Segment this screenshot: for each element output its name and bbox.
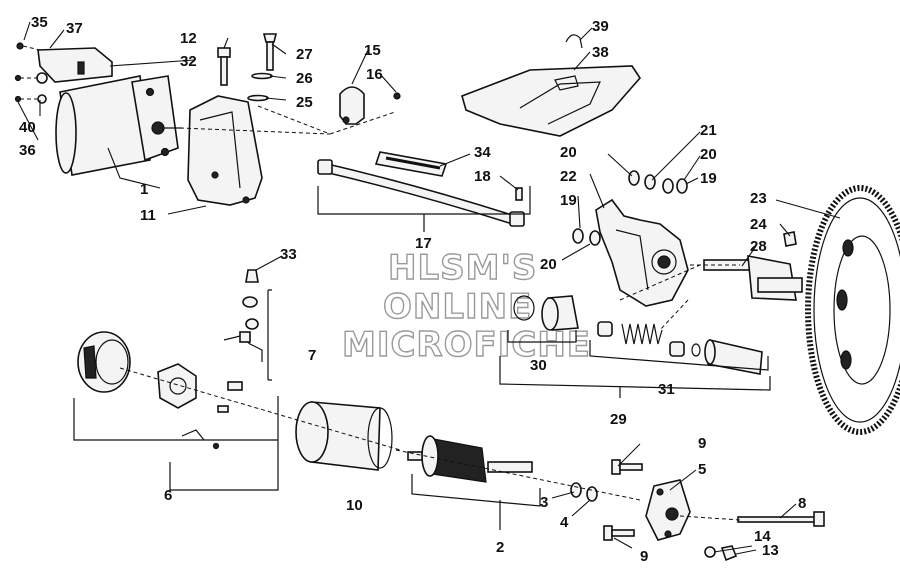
callout-8: 8 bbox=[798, 495, 806, 512]
callout-39: 39 bbox=[592, 18, 609, 35]
screw-9-lower bbox=[603, 525, 635, 541]
brush-hardware-7 bbox=[223, 269, 263, 362]
callout-20-a: 20 bbox=[560, 144, 577, 161]
callout-2: 2 bbox=[496, 539, 504, 556]
pinion-shaft-28 bbox=[703, 255, 803, 301]
callout-17: 17 bbox=[415, 235, 432, 252]
callout-6: 6 bbox=[164, 487, 172, 504]
washer-26 bbox=[251, 72, 273, 80]
assembly-guide-lines-right bbox=[619, 264, 740, 331]
callout-18: 18 bbox=[474, 168, 491, 185]
callout-32: 32 bbox=[180, 53, 197, 70]
frame-bracket-38 bbox=[461, 65, 642, 137]
callout-5: 5 bbox=[698, 461, 706, 478]
callout-36: 36 bbox=[19, 142, 36, 159]
callout-31: 31 bbox=[658, 381, 675, 398]
callout-35: 35 bbox=[31, 14, 48, 31]
callout-10: 10 bbox=[346, 497, 363, 514]
callout-labels: 35 37 32 12 27 26 25 15 16 39 38 40 36 1… bbox=[19, 14, 806, 565]
callout-1: 1 bbox=[140, 181, 148, 198]
nut-13 bbox=[720, 545, 738, 562]
motor-frame-10 bbox=[295, 401, 393, 471]
group-bracket-17 bbox=[317, 186, 531, 232]
callout-27: 27 bbox=[296, 46, 313, 63]
screw-35 bbox=[16, 42, 41, 51]
group-bracket-7 bbox=[267, 289, 272, 381]
end-cap-5 bbox=[645, 479, 691, 541]
bolt-12 bbox=[217, 47, 231, 86]
callout-30: 30 bbox=[530, 357, 547, 374]
drive-pinion-30 bbox=[513, 295, 579, 331]
callout-34: 34 bbox=[474, 144, 491, 161]
spring-31 bbox=[597, 321, 763, 375]
callout-38: 38 bbox=[592, 44, 609, 61]
callout-20-c: 20 bbox=[540, 256, 557, 273]
decal-34 bbox=[374, 151, 448, 177]
assembly-guide-lines-bottom bbox=[119, 367, 741, 521]
brush-plate-6 bbox=[157, 363, 243, 450]
washer-25 bbox=[247, 94, 269, 102]
callout-22: 22 bbox=[560, 168, 577, 185]
group-bracket-2 bbox=[411, 474, 541, 530]
group-bracket-31 bbox=[589, 340, 769, 371]
callout-21: 21 bbox=[700, 122, 717, 139]
watermark-line-1: HLSM'S bbox=[388, 248, 537, 288]
drive-housing-22 bbox=[595, 198, 689, 307]
callout-9-a: 9 bbox=[698, 435, 706, 452]
callout-24: 24 bbox=[750, 216, 767, 233]
group-bracket-29 bbox=[499, 356, 771, 398]
callout-26: 26 bbox=[296, 70, 313, 87]
callout-7: 7 bbox=[308, 347, 316, 364]
callout-23: 23 bbox=[750, 190, 767, 207]
callout-20-b: 20 bbox=[700, 146, 717, 163]
callout-9-b: 9 bbox=[640, 548, 648, 565]
mounting-bracket-11 bbox=[187, 95, 263, 206]
bolt-27 bbox=[262, 33, 278, 71]
starter-motor-assembly bbox=[36, 47, 182, 176]
callout-28: 28 bbox=[750, 238, 767, 255]
callout-37: 37 bbox=[66, 20, 83, 37]
watermark-line-3: MICROFICHE bbox=[342, 325, 591, 365]
callout-3: 3 bbox=[540, 494, 548, 511]
callout-40: 40 bbox=[19, 119, 36, 136]
screw-24 bbox=[783, 231, 797, 247]
clamp-15 bbox=[339, 86, 365, 125]
callout-19-b: 19 bbox=[560, 192, 577, 209]
callout-15: 15 bbox=[364, 42, 381, 59]
callout-19-a: 19 bbox=[700, 170, 717, 187]
callout-25: 25 bbox=[296, 94, 313, 111]
washers-3-4 bbox=[570, 482, 598, 502]
group-bracket-30 bbox=[507, 330, 577, 343]
clip-39 bbox=[565, 34, 583, 49]
watermark: HLSM'S ONLINE MICROFICHE bbox=[341, 247, 591, 365]
callout-13: 13 bbox=[762, 542, 779, 559]
screw-9-upper bbox=[611, 459, 643, 475]
washer-14 bbox=[704, 546, 716, 558]
washer-stack-left bbox=[572, 228, 601, 246]
callout-29: 29 bbox=[610, 411, 627, 428]
washer-stack-top bbox=[628, 170, 688, 194]
ring-gear-23 bbox=[805, 185, 900, 435]
watermark-line-2: ONLINE bbox=[383, 287, 532, 327]
callout-4: 4 bbox=[560, 514, 569, 531]
callout-11: 11 bbox=[140, 207, 156, 224]
boot-18 bbox=[515, 187, 523, 201]
callout-12: 12 bbox=[180, 30, 197, 47]
assembly-guide-lines-top bbox=[179, 105, 396, 135]
through-bolt-8 bbox=[737, 511, 825, 527]
screw-16 bbox=[393, 92, 401, 100]
armature-2 bbox=[407, 435, 533, 483]
screw-36 bbox=[14, 74, 38, 103]
leader-lines bbox=[17, 21, 841, 555]
end-cap-6 bbox=[77, 331, 131, 393]
callout-33: 33 bbox=[280, 246, 297, 263]
group-bracket-6 bbox=[73, 396, 279, 491]
callout-16: 16 bbox=[366, 66, 383, 83]
callout-14: 14 bbox=[754, 528, 771, 545]
